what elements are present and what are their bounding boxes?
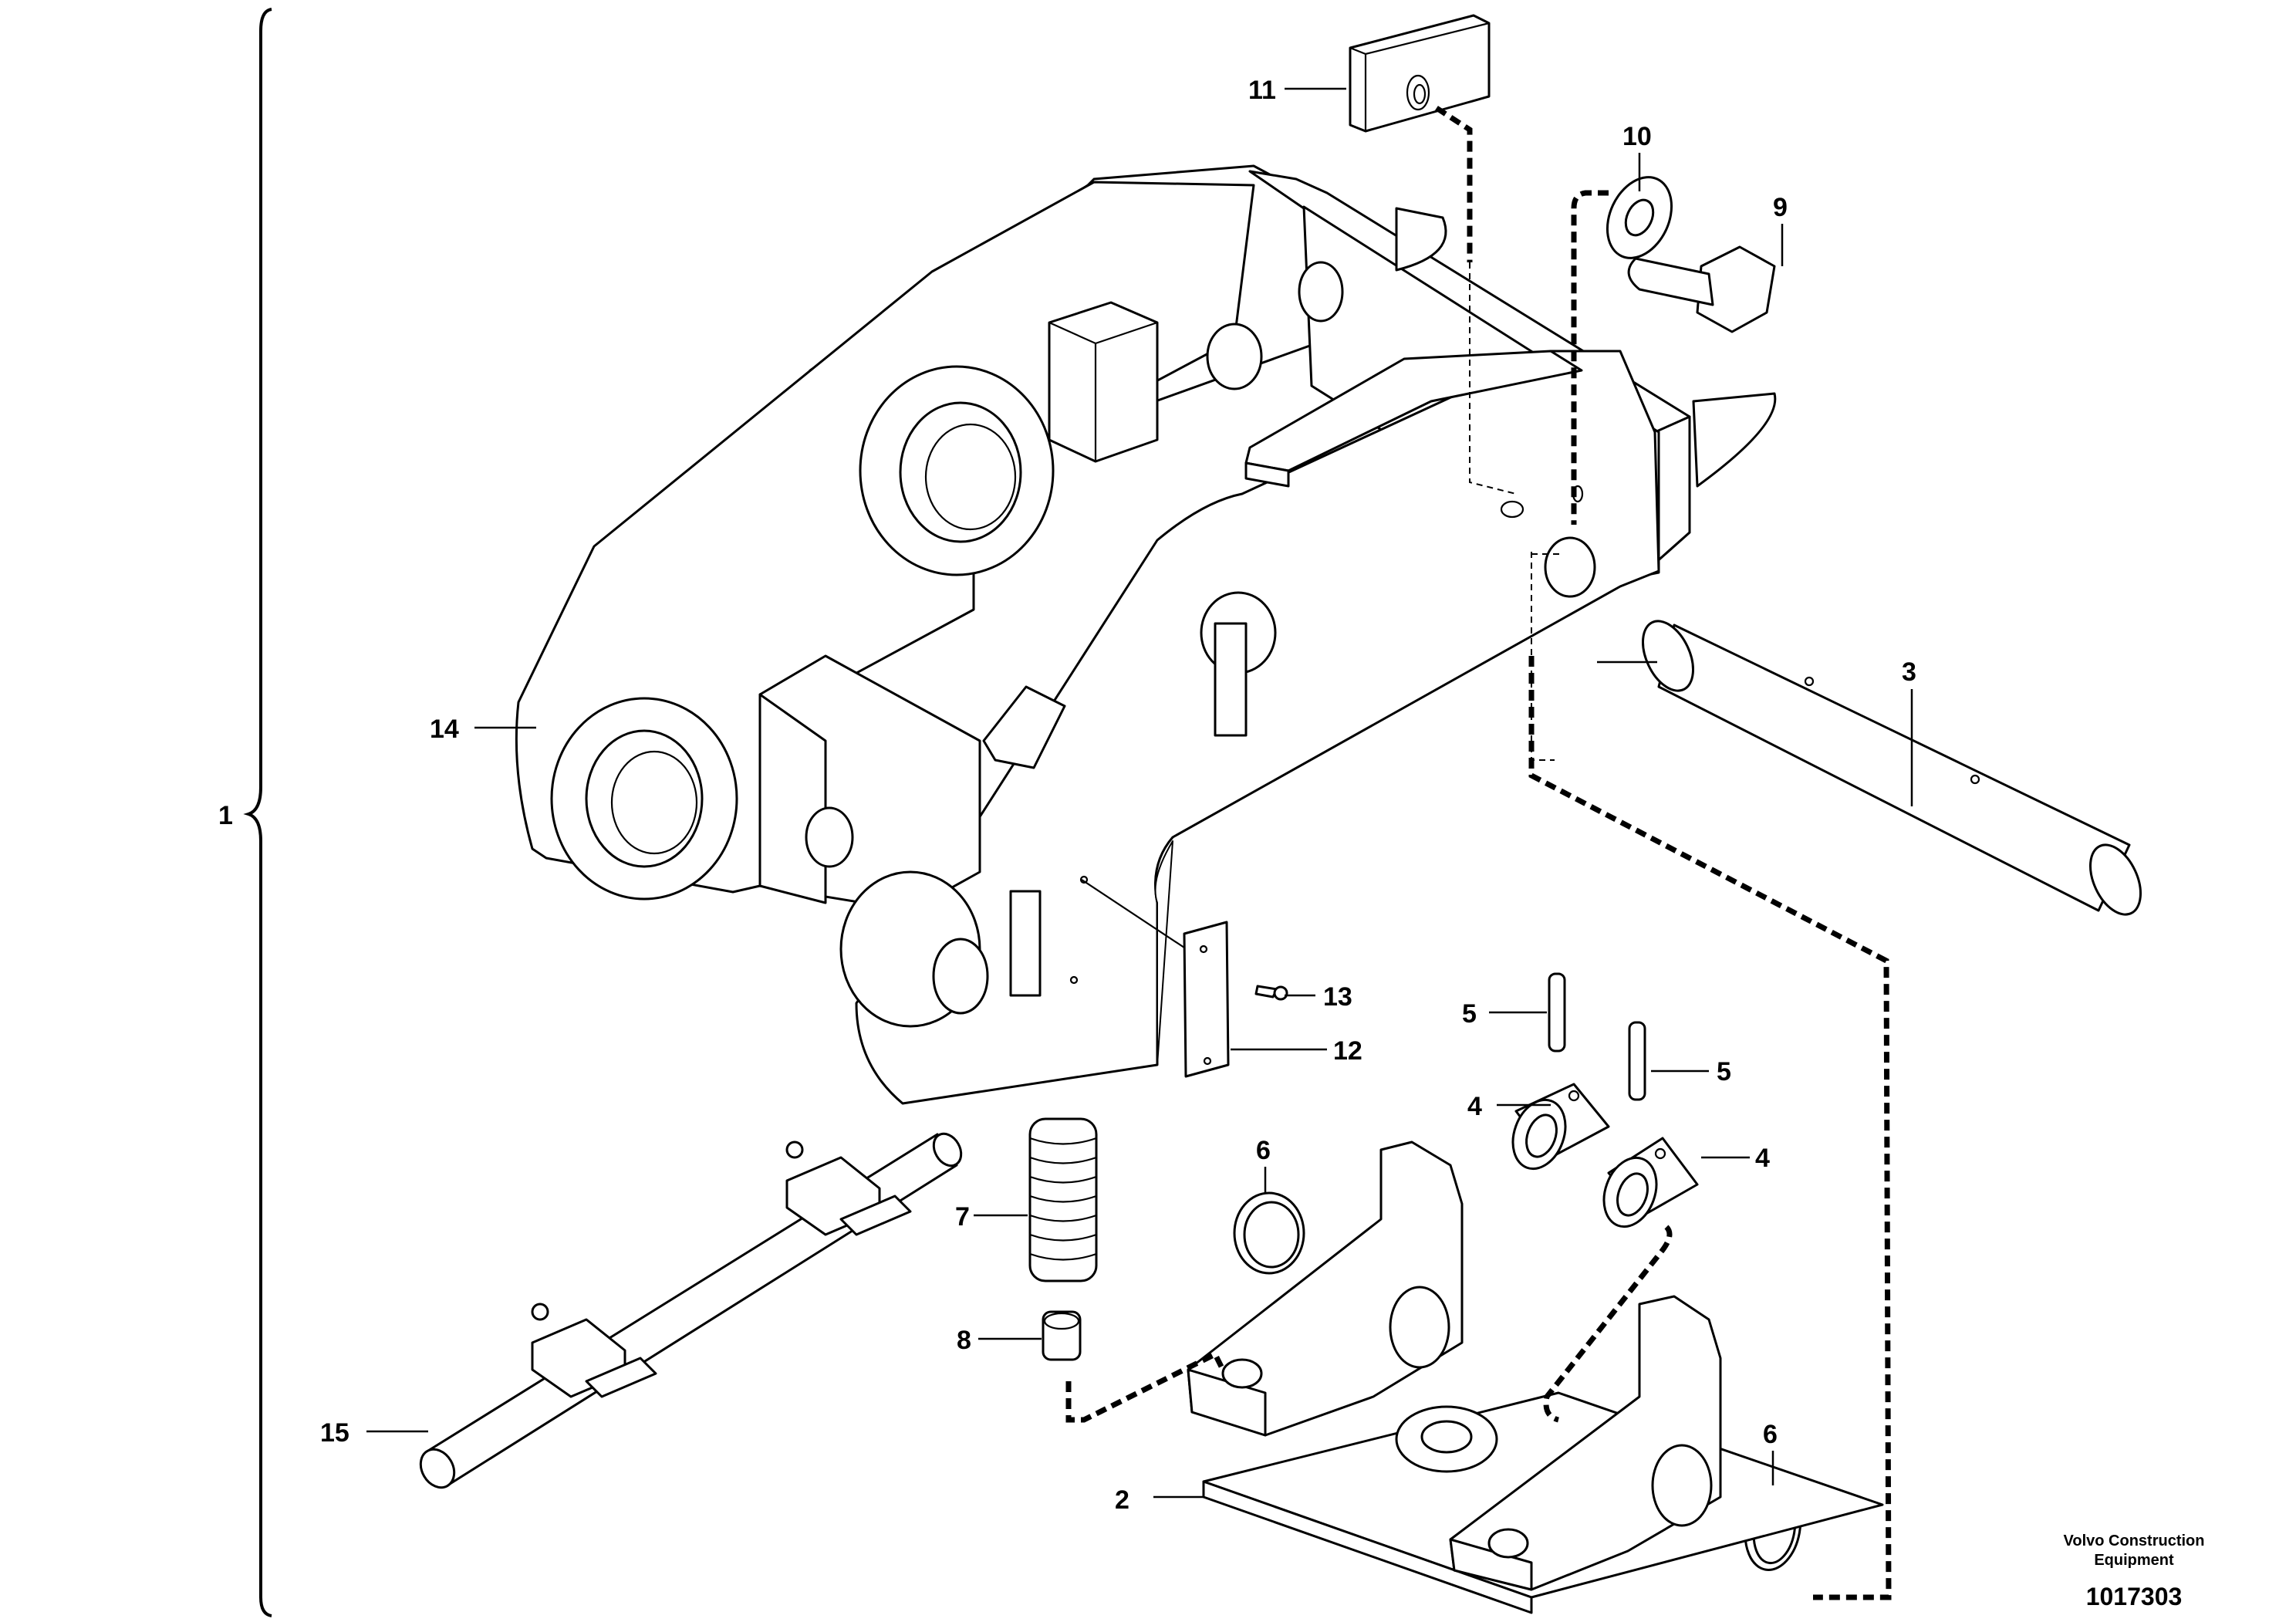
- callout-6b: 6: [1763, 1420, 1778, 1449]
- callout-14: 14: [430, 715, 459, 744]
- rivet-13: [1254, 985, 1288, 1001]
- bushing-4-left: [1511, 1083, 1610, 1171]
- guide-line-13: [1081, 879, 1185, 948]
- callout-15: 15: [320, 1418, 349, 1448]
- dowel-pin-5-left: [1548, 972, 1566, 1053]
- ring-6-upper: [1233, 1191, 1305, 1275]
- bushing-4-right: [1602, 1137, 1699, 1228]
- locking-wedge-2: [1187, 1140, 1884, 1614]
- brand-line-1: Volvo Construction: [2064, 1532, 2205, 1549]
- bolt-9: [1627, 245, 1776, 333]
- callout-2: 2: [1115, 1485, 1129, 1515]
- callout-8: 8: [957, 1326, 971, 1355]
- brand-block: Volvo Construction Equipment 1017303: [2064, 1532, 2205, 1610]
- guide-line-11: [1435, 106, 1473, 262]
- guide-line-4: [1543, 1225, 1673, 1423]
- guide-line-10: [1571, 190, 1609, 525]
- shaft-15: [419, 1132, 963, 1489]
- callout-3: 3: [1902, 657, 1916, 687]
- guide-line-6: [1528, 656, 1892, 1600]
- guide-line-8: [1065, 1350, 1226, 1423]
- callout-5a: 5: [1462, 999, 1477, 1029]
- callout-10: 10: [1622, 122, 1652, 151]
- plate-12: [1183, 921, 1230, 1078]
- brand-line-2: Equipment: [2094, 1552, 2174, 1569]
- dowel-pin-5-right: [1628, 1021, 1646, 1101]
- leader-lines: [366, 87, 1913, 1499]
- callout-11: 11: [1248, 76, 1276, 105]
- plug-8: [1042, 1310, 1082, 1361]
- callout-4a: 4: [1467, 1092, 1482, 1121]
- callout-12: 12: [1333, 1036, 1362, 1066]
- plate-11: [1349, 14, 1491, 133]
- callout-4b: 4: [1755, 1144, 1770, 1173]
- callout-7: 7: [955, 1202, 970, 1232]
- assembly-brace: [243, 8, 272, 1617]
- callout-13: 13: [1323, 982, 1352, 1012]
- document-number: 1017303: [2086, 1583, 2183, 1610]
- guide-line-11-thin: [1469, 262, 1517, 495]
- callout-labels: 1 2 3 4 4 5 5 6 6 7 8 9 10 11 12 13 14 1…: [218, 76, 1916, 1515]
- callout-6a: 6: [1256, 1136, 1271, 1165]
- washer-10: [1606, 176, 1673, 259]
- pin-3: [1642, 620, 2142, 916]
- spring-7: [1028, 1117, 1098, 1282]
- coupler-frame: [515, 164, 1777, 1105]
- callout-1: 1: [218, 801, 233, 830]
- callout-9: 9: [1773, 193, 1788, 222]
- callout-5b: 5: [1717, 1057, 1731, 1086]
